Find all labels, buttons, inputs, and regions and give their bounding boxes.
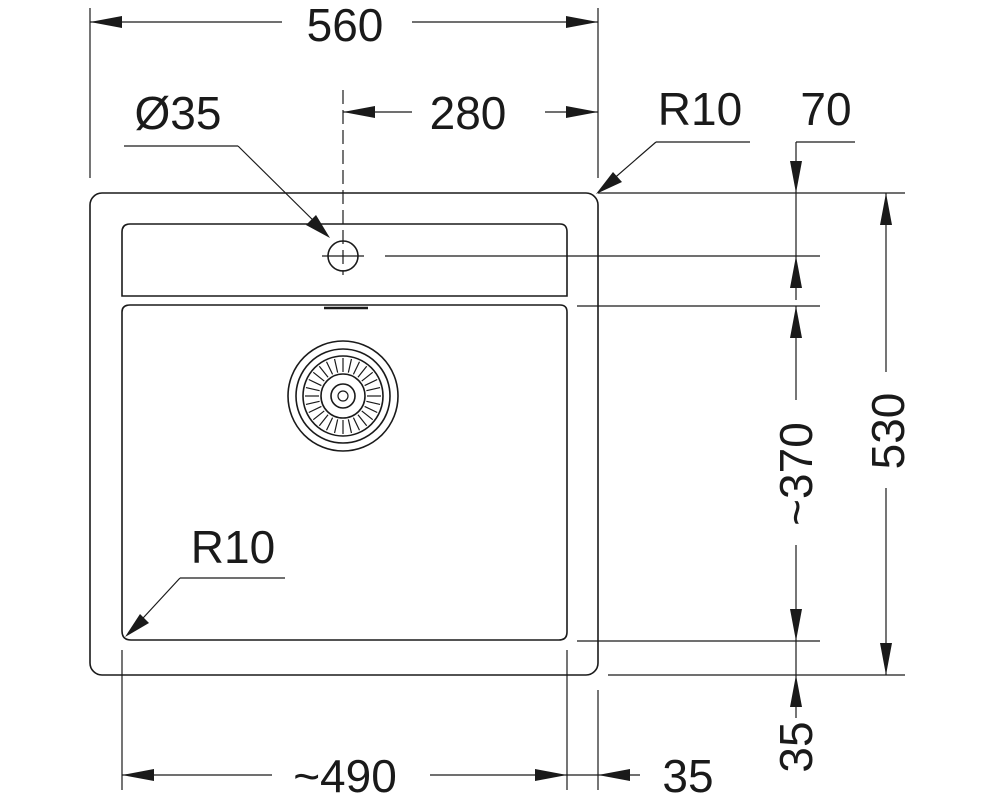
drain-spoke [366, 386, 381, 392]
label-bowl-depth: ~370 [770, 422, 822, 526]
drain-spoke [312, 371, 325, 382]
drain-spoke [318, 365, 329, 378]
drain-spoke [333, 419, 339, 434]
label-bowl-corner-radius: R10 [191, 521, 275, 573]
label-bottom-margin: 35 [770, 721, 822, 772]
drain-spoke [305, 400, 320, 406]
drain-spoke [347, 358, 353, 373]
drain-spoke [352, 361, 361, 375]
dimension-bowl-width: ~490 [122, 750, 567, 800]
dimension-bottom-margin: 35 [770, 641, 822, 773]
dimension-tap-offset: 280 [343, 87, 598, 139]
drain-spoke [347, 419, 353, 434]
dimension-tap-from-top: 70 [790, 83, 855, 300]
sink-bowl [121, 304, 568, 641]
drain-spoke [308, 378, 322, 387]
extension-lines [89, 8, 905, 790]
drain-spoke [361, 410, 374, 421]
drain-spoke [366, 400, 381, 406]
drain-spoke [364, 378, 378, 387]
drain-spoke [352, 417, 361, 431]
drain-spoke [364, 405, 378, 414]
dimension-side-margin: 35 [567, 750, 714, 800]
dimension-overall-width: 560 [90, 0, 598, 51]
drain-spoke [305, 386, 320, 392]
drain-spoke [308, 405, 322, 414]
label-tap-offset: 280 [430, 87, 507, 139]
label-side-margin: 35 [662, 750, 713, 800]
leader-bowl-corner-radius: R10 [125, 521, 285, 637]
label-outer-corner-radius: R10 [658, 83, 742, 135]
sink-body [89, 90, 599, 676]
sink-outer-rim [89, 192, 599, 676]
drain-spoke [325, 361, 334, 375]
leader-outer-corner-radius: R10 [596, 83, 750, 194]
drain-strainer [287, 340, 399, 452]
drain-spoke [325, 417, 334, 431]
drain-spoke [361, 371, 374, 382]
drain-spoke [312, 410, 325, 421]
label-bowl-width: ~490 [293, 750, 397, 800]
sink-tap-deck [121, 223, 568, 297]
drain-spoke [357, 414, 368, 427]
label-tap-hole-diameter: Ø35 [135, 87, 222, 139]
drain-spoke [333, 358, 339, 373]
label-overall-depth: 530 [862, 393, 914, 470]
drain-spoke [318, 414, 329, 427]
leader-tap-hole-diameter: Ø35 [124, 87, 330, 238]
dimension-overall-depth: 530 [862, 193, 914, 675]
drain-spoke [357, 365, 368, 378]
label-overall-width: 560 [307, 0, 384, 51]
dimension-bowl-depth: ~370 [770, 306, 822, 641]
label-tap-from-top: 70 [800, 83, 851, 135]
